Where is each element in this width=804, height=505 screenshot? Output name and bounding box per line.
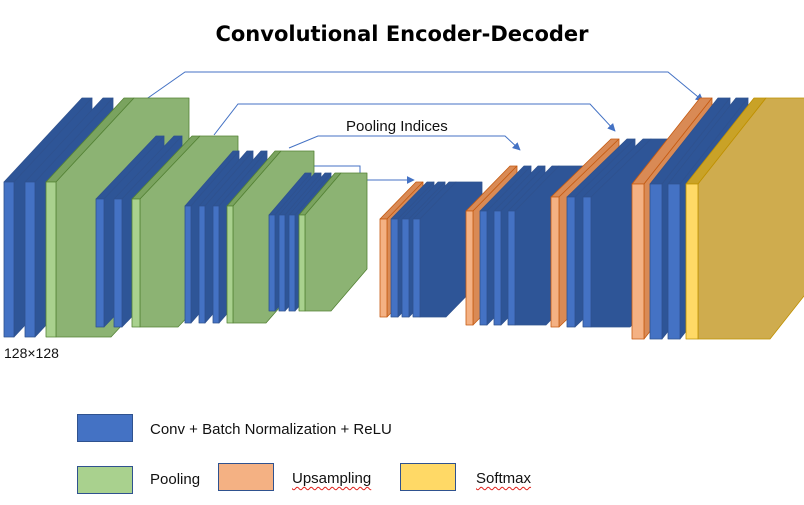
legend-swatch-pooling — [77, 466, 133, 494]
legend-swatch-upsampling — [218, 463, 274, 491]
slab-front-face — [493, 210, 502, 326]
slab-front-face — [582, 196, 592, 328]
slab-front-face — [278, 214, 286, 312]
slab-front-face — [212, 205, 220, 324]
slab-front-face — [390, 218, 399, 318]
slab-front-face — [95, 198, 105, 328]
slab-front-face — [507, 210, 516, 326]
input-size-label: 128×128 — [4, 345, 59, 361]
layer-stack-enc4 — [268, 172, 368, 312]
skip-arrow-enc3-to-dec3 — [288, 135, 521, 151]
slab-front-face — [288, 214, 296, 312]
slab-front-face — [550, 196, 560, 328]
layer-slabs — [3, 97, 804, 340]
slab-front-face — [465, 210, 474, 326]
slab-front-face — [298, 214, 306, 312]
diagram-title: Convolutional Encoder-Decoder — [215, 22, 589, 46]
slab-enc4-3-pool — [298, 172, 368, 312]
slab-front-face — [412, 218, 421, 318]
slab-front-face — [113, 198, 123, 328]
legend-swatch-conv — [77, 414, 133, 442]
legend-label-conv: Conv + Batch Normalization + ReLU — [150, 421, 392, 438]
legend-label-pooling: Pooling — [150, 471, 201, 488]
slab-front-face — [131, 198, 141, 328]
slab-front-face — [226, 205, 234, 324]
slab-front-face — [45, 181, 57, 338]
slab-front-face — [631, 183, 645, 340]
slab-front-face — [667, 183, 681, 340]
skip-arrow-enc1-to-dec1 — [144, 71, 704, 102]
legend-swatch-softmax — [400, 463, 456, 491]
slab-front-face — [649, 183, 663, 340]
slab-dec1-3-softmax — [685, 97, 804, 340]
layer-stack-dec1 — [631, 97, 804, 340]
slab-front-face — [24, 181, 36, 338]
legend-label-upsampling: Upsampling — [292, 470, 372, 487]
slab-front-face — [3, 181, 15, 338]
legend-label-softmax: Softmax — [476, 470, 532, 487]
slab-front-face — [401, 218, 410, 318]
slab-front-face — [479, 210, 488, 326]
slab-front-face — [268, 214, 276, 312]
pooling-indices-label: Pooling Indices — [346, 118, 448, 135]
slab-front-face — [184, 205, 192, 324]
slab-front-face — [379, 218, 388, 318]
slab-front-face — [685, 183, 699, 340]
slab-front-face — [198, 205, 206, 324]
slab-front-face — [566, 196, 576, 328]
skip-arrow-enc2-to-dec2 — [213, 103, 616, 136]
